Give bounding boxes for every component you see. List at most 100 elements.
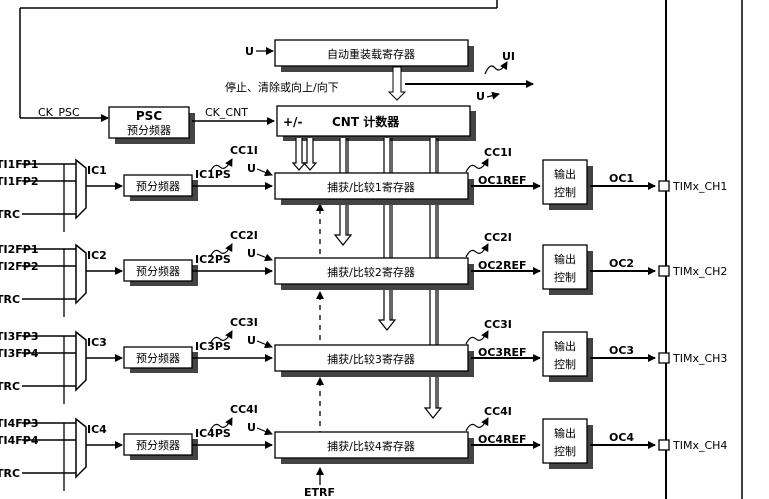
psc-title: PSC bbox=[136, 109, 162, 123]
channel-4-cc-int-left-arrow bbox=[209, 417, 233, 432]
channel-3-input-1: TI3FP3 bbox=[0, 330, 38, 343]
channel-3-output-control-line1: 输出 bbox=[554, 339, 576, 353]
channel-4-register-label: 捕获/比较4寄存器 bbox=[327, 439, 415, 453]
channel-1-u-label: U bbox=[247, 162, 256, 175]
channel-3-pin-square bbox=[658, 352, 670, 364]
channel-3-mux bbox=[75, 330, 87, 392]
channel-4-pin-label: TIMx_CH4 bbox=[672, 439, 727, 452]
channel-3-cc-int-right-arrow bbox=[465, 330, 489, 345]
psc-block: PSC 预分频器 bbox=[108, 106, 192, 141]
channel-1-cc-int-left: CC1I bbox=[230, 144, 258, 157]
channel-3-icps-label: IC3PS bbox=[195, 340, 231, 353]
etrf-label: ETRF bbox=[304, 486, 335, 499]
channel-2-cc-int-right-arrow bbox=[465, 243, 489, 258]
control-text: 停止、清除或向上/向下 bbox=[225, 80, 339, 94]
channel-2-input-2: TI2FP2 bbox=[0, 260, 38, 273]
channel-2-pin-label: TIMx_CH2 bbox=[672, 265, 727, 278]
channel-2: TI2FP1TI2FP2TRCIC2预分频器IC2PSCC2IU捕获/比较2寄存… bbox=[0, 229, 727, 317]
channel-2-ref-label: OC2REF bbox=[478, 259, 527, 272]
auto-reload-u-label: U bbox=[245, 45, 254, 58]
channel-2-output-control-line2: 控制 bbox=[554, 270, 576, 284]
ck-cnt-label: CK_CNT bbox=[205, 106, 248, 119]
channel-4-u-label: U bbox=[247, 421, 256, 434]
psc-subtitle: 预分频器 bbox=[127, 123, 171, 137]
channel-4-prescaler-label: 预分频器 bbox=[136, 438, 180, 452]
channel-2-input-3: TRC bbox=[0, 293, 20, 306]
channel-4-cc-int-right-arrow bbox=[465, 417, 489, 432]
channel-2-output-control-line1: 输出 bbox=[554, 252, 576, 266]
ck-psc-label: CK_PSC bbox=[38, 106, 80, 119]
channel-3-ic-label: IC3 bbox=[87, 336, 107, 349]
channel-4-ref-label: OC4REF bbox=[478, 433, 527, 446]
channel-4-register bbox=[274, 431, 469, 459]
channel-4-oc-label: OC4 bbox=[609, 431, 634, 444]
channel-1-output-control-line1: 输出 bbox=[554, 167, 576, 181]
channel-1-mux bbox=[75, 158, 87, 220]
channel-2-cc-int-left: CC2I bbox=[230, 229, 258, 242]
channel-3-prescaler-label: 预分频器 bbox=[136, 351, 180, 365]
channel-3: TI3FP3TI3FP4TRCIC3预分频器IC3PSCC3IU捕获/比较3寄存… bbox=[0, 316, 727, 404]
channel-4-output-control bbox=[542, 418, 588, 464]
channel-3-cc-int-left-arrow bbox=[209, 330, 233, 345]
channel-group: TI1FP1TI1FP2TRC IC1 预分频器 IC1PS CC1I U 捕获/比较1寄存… bbox=[0, 144, 727, 491]
channel-2-pin-square bbox=[658, 265, 670, 277]
channel-4-input-2: TI4FP4 bbox=[0, 434, 39, 447]
channel-2-register bbox=[274, 257, 469, 285]
channel-3-oc-label: OC3 bbox=[609, 344, 634, 357]
channel-2-mux bbox=[75, 243, 87, 305]
channel-1-prescaler-label: 预分频器 bbox=[136, 179, 180, 193]
channel-2-input-1: TI2FP1 bbox=[0, 243, 38, 256]
channel-2-ic-label: IC2 bbox=[87, 249, 107, 262]
cnt-label: CNT 计数器 bbox=[332, 114, 400, 129]
channel-3-input-2: TI3FP4 bbox=[0, 347, 39, 360]
channel-4-icps-label: IC4PS bbox=[195, 427, 231, 440]
channel-2-output-control bbox=[542, 244, 588, 290]
channel-4-output-control-line2: 控制 bbox=[554, 444, 576, 458]
channel-3-output-control-line2: 控制 bbox=[554, 357, 576, 371]
channel-1-output-control bbox=[542, 159, 588, 205]
channel-3-u-arrow bbox=[256, 340, 273, 349]
channel-1-pin-square bbox=[658, 180, 670, 192]
cnt-prefix: +/- bbox=[283, 115, 302, 129]
auto-reload-register-block: 自动重装载寄存器 bbox=[274, 39, 471, 69]
channel-3-cc-int-right: CC3I bbox=[484, 318, 512, 331]
channel-1-icps-label: IC1PS bbox=[195, 168, 231, 181]
channel-2-oc-label: OC2 bbox=[609, 257, 634, 270]
channel-3-u-label: U bbox=[247, 334, 256, 347]
channel-2-register-label: 捕获/比较2寄存器 bbox=[327, 265, 415, 279]
channel-1-output-control-line2: 控制 bbox=[554, 185, 576, 199]
channel-1-register bbox=[274, 172, 469, 200]
channel-1-ref-label: OC1REF bbox=[478, 174, 527, 187]
channel-1-input-1: TI1FP1 bbox=[0, 158, 38, 171]
channel-4-cc-int-right: CC4I bbox=[484, 405, 512, 418]
channel-3-cc-int-left: CC3I bbox=[230, 316, 258, 329]
channel-4-ic-label: IC4 bbox=[87, 423, 107, 436]
channel-3-register bbox=[274, 344, 469, 372]
channel-4-input-3: TRC bbox=[0, 467, 20, 480]
channel-4-mux bbox=[75, 417, 87, 479]
channel-4-input-1: TI4FP3 bbox=[0, 417, 38, 430]
ui-label: UI bbox=[502, 50, 515, 63]
channel-4-cc-int-left: CC4I bbox=[230, 403, 258, 416]
channel-1-cc-int-left-arrow bbox=[209, 158, 233, 173]
channel-3-pin-label: TIMx_CH3 bbox=[672, 352, 727, 365]
channel-1-input-3: TRC bbox=[0, 208, 20, 221]
channel-3-output-control bbox=[542, 331, 588, 377]
channel-4-output-control-line1: 输出 bbox=[554, 426, 576, 440]
cnt-counter-block: +/- CNT 计数器 bbox=[276, 105, 473, 138]
channel-2-icps-label: IC2PS bbox=[195, 253, 231, 266]
channel-1-register-label: 捕获/比较1寄存器 bbox=[327, 180, 415, 194]
channel-2-cc-int-left-arrow bbox=[209, 243, 233, 258]
channel-3-ref-label: OC3REF bbox=[478, 346, 527, 359]
channel-4: TI4FP3TI4FP4TRC IC4 预分频器 IC4PS CC4I U 捕获/比较4寄存… bbox=[0, 403, 727, 491]
channel-1-cc-int-right-arrow bbox=[465, 158, 489, 173]
channel-2-cc-int-right: CC2I bbox=[484, 231, 512, 244]
auto-reload-register-label: 自动重装载寄存器 bbox=[327, 47, 415, 61]
channel-1-cc-int-right: CC1I bbox=[484, 146, 512, 159]
channel-2-prescaler-label: 预分频器 bbox=[136, 264, 180, 278]
channel-1-ic-label: IC1 bbox=[87, 164, 107, 177]
cnt-u-label: U bbox=[476, 90, 485, 103]
frame-lines bbox=[19, 0, 743, 499]
channel-2-u-arrow bbox=[256, 253, 273, 262]
channel-1-input-2: TI1FP2 bbox=[0, 175, 38, 188]
